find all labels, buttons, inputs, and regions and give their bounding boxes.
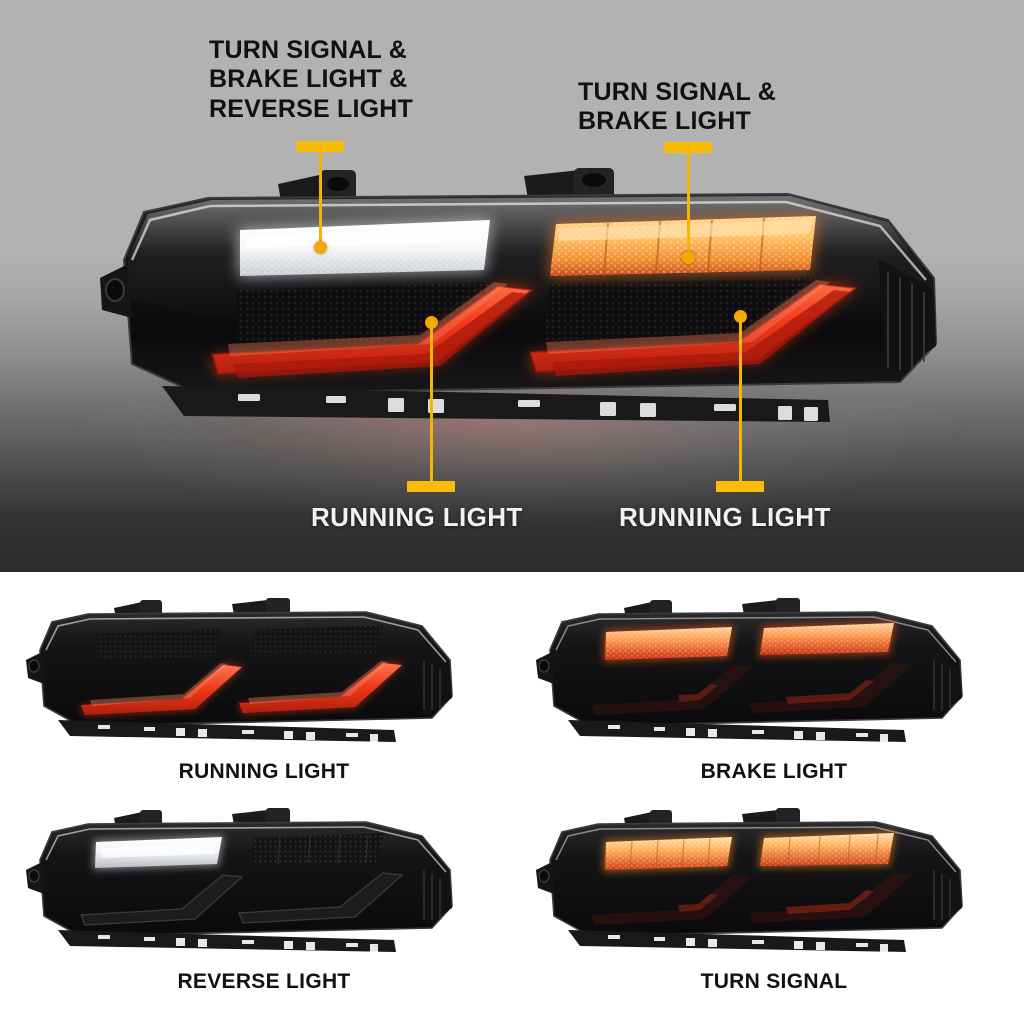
reverse-light-strip xyxy=(238,218,492,278)
callout-bar xyxy=(407,481,455,492)
mount-ear xyxy=(100,264,132,318)
lower-bracket xyxy=(58,720,396,742)
strip-left-lit xyxy=(603,625,734,662)
callout-bar xyxy=(716,481,764,492)
lens-ribs xyxy=(926,652,962,716)
lens-ribs xyxy=(416,652,452,716)
mode-thumb-reverse-light xyxy=(18,804,510,954)
chevron-right-lit xyxy=(238,661,404,714)
taillight-svg xyxy=(26,808,453,952)
callout-stem xyxy=(686,147,690,258)
hero-taillight-image xyxy=(88,168,968,438)
strip-right-lit xyxy=(758,621,896,657)
mode-thumb-turn-signal xyxy=(528,804,1020,954)
mount-ear xyxy=(536,862,554,894)
mode-label-turn-signal: TURN SIGNAL xyxy=(700,970,848,993)
chevron-right-dim xyxy=(749,873,912,923)
lens-ribs xyxy=(416,862,452,926)
strip-left-lit xyxy=(603,835,734,872)
chevron-left-dim xyxy=(591,875,752,925)
turn-brake-strip xyxy=(548,214,818,278)
taillight-svg xyxy=(536,598,963,742)
chevron-right-unlit xyxy=(237,872,404,924)
callout-dot xyxy=(313,241,327,254)
callout-label-running-light-left: RUNNING LIGHT xyxy=(311,502,523,532)
callout-dot xyxy=(681,251,695,264)
callout-label-running-light-right: RUNNING LIGHT xyxy=(619,502,831,532)
mount-ear xyxy=(26,862,44,894)
mount-ear xyxy=(26,652,44,684)
mode-thumb-brake-light xyxy=(528,594,1020,744)
strip-right-ribs xyxy=(277,833,369,865)
callout-leader-running-light-right xyxy=(716,310,764,492)
mode-grid: RUNNING LIGHT xyxy=(0,572,1024,1024)
running-light-chevron-right xyxy=(528,280,860,376)
callout-leader-running-light-left xyxy=(407,316,455,492)
strip-right-unlit xyxy=(250,833,384,865)
lower-bracket xyxy=(568,930,906,952)
strip-right-lit xyxy=(758,831,896,868)
mount-ear xyxy=(536,652,554,684)
lower-bracket xyxy=(568,720,906,742)
mode-cell-running-light: RUNNING LIGHT xyxy=(18,594,510,784)
taillight-svg xyxy=(26,598,453,742)
callout-leader-turn-brake-reverse xyxy=(296,141,344,254)
taillight-svg xyxy=(100,168,938,422)
lens-ribs xyxy=(878,258,936,378)
chevron-right-dim xyxy=(749,663,912,713)
callout-leader-turn-brake xyxy=(664,142,712,264)
mode-cell-brake-light: BRAKE LIGHT xyxy=(528,594,1020,784)
strip-left-lit xyxy=(93,835,224,870)
running-light-chevron-left xyxy=(210,282,536,378)
lens-ribs xyxy=(926,862,962,926)
taillight-svg xyxy=(536,808,963,952)
hero-panel: TURN SIGNAL & BRAKE LIGHT & REVERSE LIGH… xyxy=(0,0,1024,572)
callout-stem xyxy=(738,316,742,487)
callout-label-turn-brake: TURN SIGNAL & BRAKE LIGHT xyxy=(578,78,776,136)
chevron-left-lit xyxy=(80,663,244,716)
callout-label-turn-brake-reverse: TURN SIGNAL & BRAKE LIGHT & REVERSE LIGH… xyxy=(209,36,414,123)
mode-thumb-running-light xyxy=(18,594,510,744)
mode-cell-reverse-light: REVERSE LIGHT xyxy=(18,804,510,994)
callout-stem xyxy=(318,146,322,248)
chevron-left-unlit xyxy=(79,874,244,926)
mode-label-running-light: RUNNING LIGHT xyxy=(178,760,350,783)
mode-label-brake-light: BRAKE LIGHT xyxy=(700,760,848,783)
mode-cell-turn-signal: TURN SIGNAL xyxy=(528,804,1020,994)
lower-bracket xyxy=(58,930,396,952)
chevron-left-dim xyxy=(591,665,752,715)
callout-stem xyxy=(429,322,433,487)
mode-label-reverse-light: REVERSE LIGHT xyxy=(177,970,351,993)
